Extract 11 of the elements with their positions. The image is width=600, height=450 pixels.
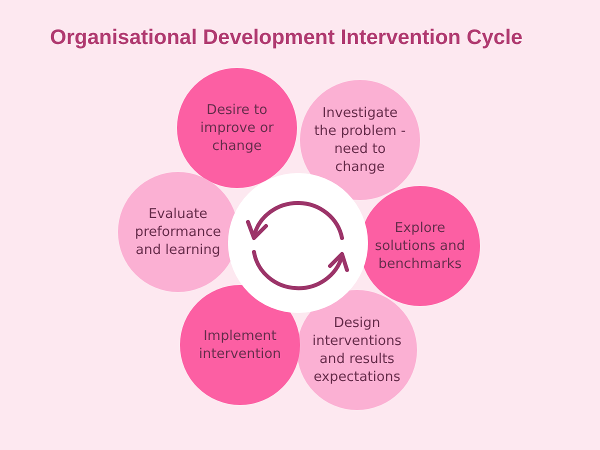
step-circle — [297, 290, 417, 410]
step-text: Desire to improve or change — [199, 101, 275, 155]
step-text: Evaluate preformance and learning — [134, 205, 222, 259]
step-circle — [177, 68, 297, 188]
step-text: Design interventions and results expectations — [311, 314, 403, 386]
step-text: Investigate the problem - need to change — [313, 104, 407, 176]
center-circle — [228, 173, 368, 313]
title: Organisational Development Intervention Cycle — [50, 26, 523, 50]
step-text: Explore solutions and benchmarks — [374, 219, 466, 273]
step-text: Implement intervention — [198, 327, 282, 363]
step-circle — [180, 285, 300, 405]
